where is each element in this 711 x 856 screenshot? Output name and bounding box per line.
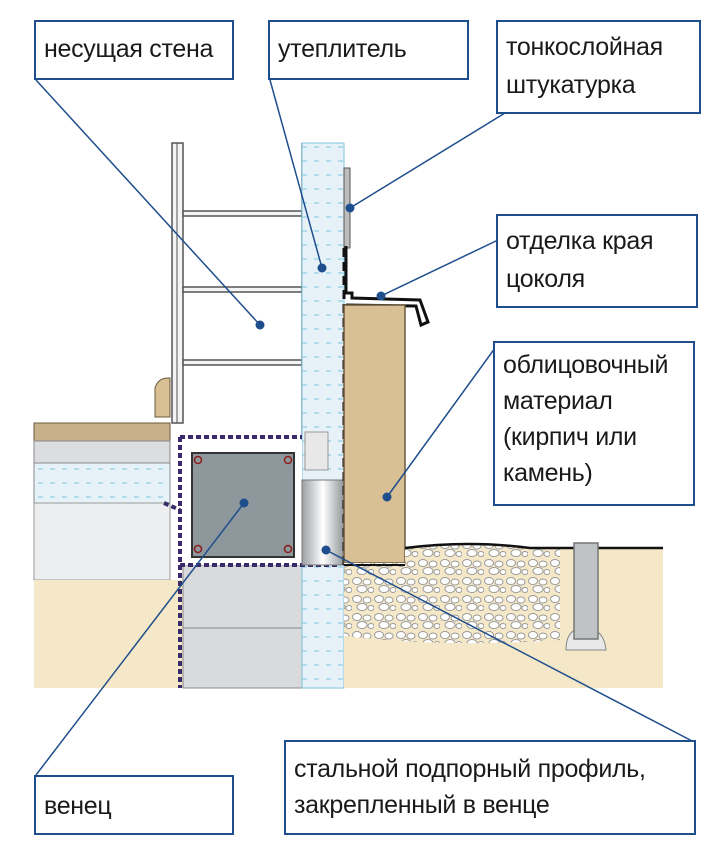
label-facing-line3: (кирпич или bbox=[503, 423, 637, 451]
label-facing-line4: камень) bbox=[503, 459, 593, 487]
label-plinth-edge-line1: отделка края bbox=[506, 227, 654, 255]
label-plinth-edge-line2: цоколя bbox=[506, 265, 585, 293]
label-steel-profile-line2: закрепленный в венце bbox=[294, 791, 550, 819]
label-insulation: утеплитель bbox=[268, 20, 469, 80]
label-crown: венец bbox=[34, 775, 234, 835]
floor-assembly bbox=[33, 377, 184, 688]
foundation-blocks bbox=[182, 564, 303, 689]
fence-post bbox=[565, 542, 607, 651]
label-crown-text: венец bbox=[44, 792, 112, 820]
label-facing-line2: материал bbox=[503, 387, 613, 415]
leader-lines bbox=[35, 79, 695, 776]
facing-brick bbox=[343, 304, 406, 564]
label-thin-plaster-line2: штукатурка bbox=[506, 71, 636, 99]
plinth-edge-trim bbox=[344, 246, 430, 328]
label-facing-material: облицовочный материал (кирпич или камень… bbox=[493, 341, 695, 506]
ground bbox=[344, 542, 663, 688]
label-insulation-text: утеплитель bbox=[278, 35, 407, 63]
label-plinth-edge: отделка края цоколя bbox=[496, 214, 698, 308]
label-bearing-wall: несущая стена bbox=[34, 20, 234, 80]
label-thin-plaster: тонкослойная штукатурка bbox=[496, 20, 701, 114]
label-steel-profile: стальной подпорный профиль, закрепленный… bbox=[284, 740, 696, 835]
leader-dots bbox=[239, 203, 392, 555]
label-steel-profile-line1: стальной подпорный профиль, bbox=[294, 755, 646, 783]
label-thin-plaster-line1: тонкослойная bbox=[506, 33, 663, 61]
crown-block bbox=[163, 435, 340, 688]
label-facing-line1: облицовочный bbox=[503, 351, 669, 379]
label-bearing-wall-text: несущая стена bbox=[44, 35, 214, 63]
bearing-wall bbox=[171, 142, 303, 688]
insulation-layer bbox=[301, 142, 345, 689]
